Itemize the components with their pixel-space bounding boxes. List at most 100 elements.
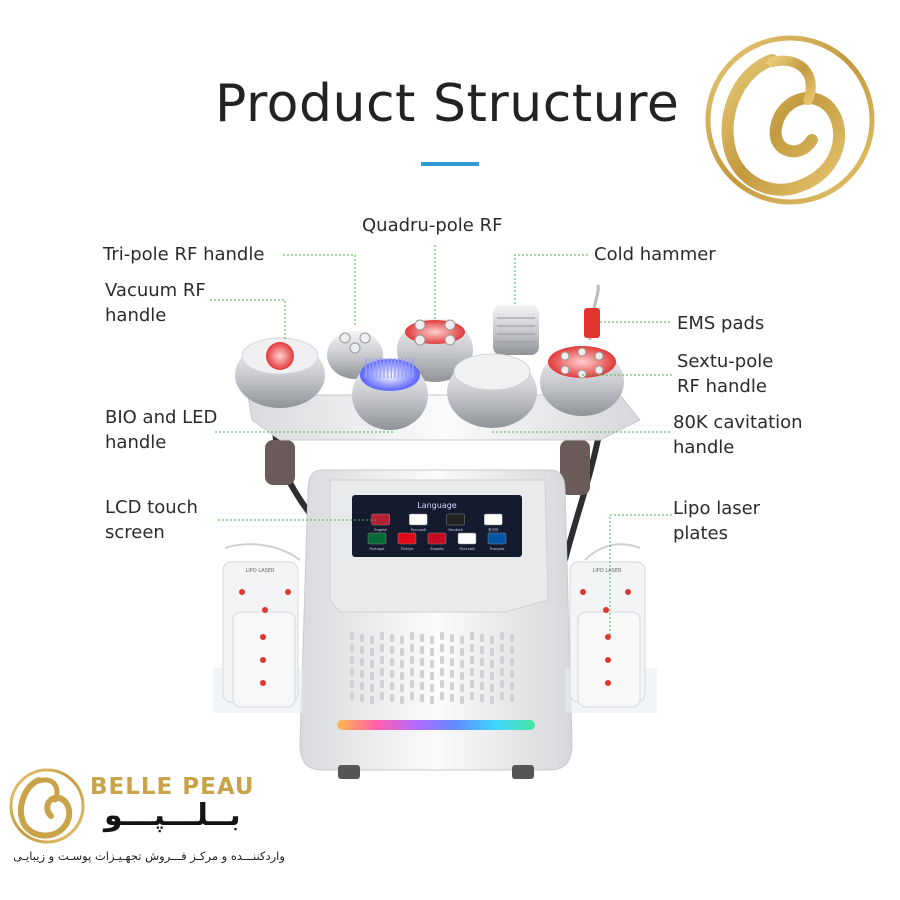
- language-option-label: España: [430, 547, 443, 551]
- language-option-label: Deutsch: [448, 528, 463, 532]
- vent-slot: [470, 692, 474, 700]
- vent-slot: [490, 672, 494, 680]
- vent-slot: [460, 660, 464, 668]
- vent-slot: [450, 694, 454, 702]
- vent-slot: [480, 646, 484, 654]
- vent-slot: [370, 696, 374, 704]
- vent-slot: [390, 682, 394, 690]
- vent-slot: [360, 694, 364, 702]
- vent-slot: [370, 636, 374, 644]
- vent-slot: [470, 656, 474, 664]
- language-flag-icon[interactable]: [487, 532, 507, 545]
- language-flag-icon[interactable]: [427, 532, 447, 545]
- cold-hammer-handle: [493, 305, 539, 355]
- vent-slot: [420, 694, 424, 702]
- vent-slot: [400, 672, 404, 680]
- brand-name-en: BELLE PEAU: [90, 774, 255, 800]
- vent-slot: [450, 634, 454, 642]
- vent-slot: [370, 672, 374, 680]
- vent-slot: [500, 644, 504, 652]
- vent-slot: [470, 632, 474, 640]
- lipo-laser-plates-left: LIPO LASER: [213, 543, 303, 713]
- led-strip: [337, 720, 535, 730]
- vent-slot: [400, 660, 404, 668]
- vent-slot: [510, 658, 514, 666]
- vent-slot: [510, 694, 514, 702]
- vent-slot: [510, 646, 514, 654]
- label-vacuum-rf: Vacuum RF handle: [105, 280, 206, 326]
- vent-slot: [380, 680, 384, 688]
- vent-slot: [390, 658, 394, 666]
- sextu-pole-rf-handle: [540, 346, 624, 416]
- vent-slot: [450, 670, 454, 678]
- language-flag-icon[interactable]: [446, 513, 465, 526]
- vent-slot: [360, 634, 364, 642]
- vent-slot: [360, 646, 364, 654]
- language-flag-icon[interactable]: [397, 532, 417, 545]
- vent-slot: [430, 696, 434, 704]
- language-flag-icon[interactable]: [457, 532, 477, 545]
- brand-logo-bottom: [9, 768, 85, 844]
- language-option-label: Pусский: [411, 528, 427, 532]
- vent-slot: [460, 684, 464, 692]
- language-option-label: Français: [490, 547, 505, 551]
- leader-lines: [210, 245, 672, 640]
- language-option-label: Русский: [459, 547, 475, 551]
- label-cavitation-80k: 80K cavitation handle: [673, 412, 803, 458]
- vent-slot: [410, 644, 414, 652]
- vent-slot: [370, 648, 374, 656]
- vent-slot: [480, 682, 484, 690]
- vent-slot: [510, 634, 514, 642]
- vent-slot: [390, 634, 394, 642]
- vent-slot: [380, 668, 384, 676]
- vent-slot: [460, 648, 464, 656]
- vent-slot: [500, 692, 504, 700]
- svg-text:LIPO LASER: LIPO LASER: [246, 568, 275, 574]
- language-flag-icon[interactable]: [484, 513, 503, 526]
- language-flag-icon[interactable]: [409, 513, 428, 526]
- label-bio-led: BIO and LED handle: [105, 407, 218, 453]
- vent-slot: [500, 632, 504, 640]
- cavitation-80k-handle: [447, 353, 537, 428]
- svg-text:LIPO LASER: LIPO LASER: [593, 568, 622, 574]
- language-option-label: 한국어: [488, 527, 498, 532]
- vent-slot: [390, 646, 394, 654]
- vent-slot: [420, 634, 424, 642]
- vacuum-rf-handle: [235, 337, 325, 408]
- left-side-handle: [265, 440, 295, 485]
- brand-name-fa: بــلـــپـــو: [104, 798, 241, 833]
- vent-slot: [460, 636, 464, 644]
- bio-led-handle: [352, 358, 428, 430]
- vent-slot: [360, 670, 364, 678]
- vent-slot: [500, 656, 504, 664]
- label-sextu-pole-rf: Sextu-pole RF handle: [677, 351, 774, 397]
- vent-slot: [480, 670, 484, 678]
- brand-tagline: واردکننـــده و مرکـز فـــروش تجهـیـزات پ…: [13, 849, 285, 863]
- vent-slot: [490, 648, 494, 656]
- right-side-handle: [560, 440, 590, 495]
- vent-slot: [380, 656, 384, 664]
- label-tri-pole-rf: Tri-pole RF handle: [103, 244, 265, 265]
- language-option-label: Türkiye: [400, 547, 415, 551]
- vent-slot: [350, 632, 354, 640]
- label-lipo-laser: Lipo laser plates: [673, 498, 761, 544]
- vent-slot: [360, 682, 364, 690]
- language-flag-icon[interactable]: [367, 532, 387, 545]
- vent-slot: [500, 668, 504, 676]
- vent-slot: [450, 682, 454, 690]
- vent-slot: [420, 682, 424, 690]
- quadru-pole-rf-handle: [397, 318, 473, 382]
- vent-slot: [350, 692, 354, 700]
- vent-slot: [350, 680, 354, 688]
- vent-slot: [480, 634, 484, 642]
- vent-slot: [430, 660, 434, 668]
- vent-slot: [430, 684, 434, 692]
- vent-slot: [410, 632, 414, 640]
- brand-logo-top: [705, 35, 875, 205]
- vent-slot: [400, 636, 404, 644]
- vent-slot: [450, 646, 454, 654]
- vent-slot: [400, 684, 404, 692]
- vent-slot: [400, 648, 404, 656]
